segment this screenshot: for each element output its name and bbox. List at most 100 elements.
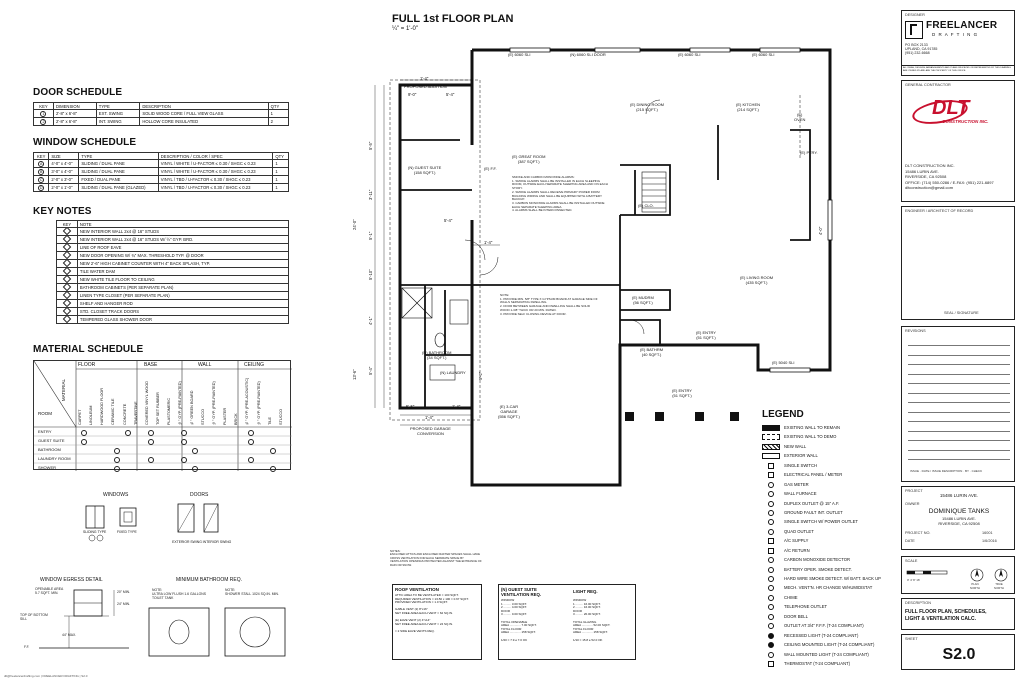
note-attic-ventilation: NOTES: ENCLOSED ATTICS AND ENCLOSED RAFT… [390, 549, 482, 567]
revision-line [908, 421, 1010, 422]
table-cell: INT. SWING [95, 117, 141, 126]
guest-suite-calc-box: (N) GUEST SUITE VENTILATION REQ. WINDOW … [498, 584, 636, 660]
material-schedule-title: MATERIAL SCHEDULE [33, 344, 144, 355]
legend-symbol-icon [768, 594, 774, 601]
min-bath-drawing [148, 607, 286, 657]
legend-label: RECESSED LIGHT (T-24 COMPLIANT) [784, 632, 859, 638]
legend-label: ELECTRICAL PANEL / METER [784, 472, 843, 478]
plan-title: FULL 1st FLOOR PLAN [392, 13, 514, 25]
legend-symbol-icon [768, 491, 774, 498]
room-living: (E) LIVING ROOM (435 SQFT.) [740, 275, 774, 285]
legend-label: EXISTING WALL TO REMAIN [784, 425, 841, 430]
dim-mid-1: 5'-4" [444, 218, 453, 223]
designer-company: FREELANCER [926, 20, 998, 31]
table-row: NEW INTERIOR WALL 2x4 @ 16" STUDS [56, 227, 290, 236]
room-label-sli-dining: (E) 6060 SLI [508, 52, 531, 57]
key-diamond-icon [62, 276, 72, 283]
material-mark [192, 465, 199, 472]
table-cell: TEMPERED GLASS SHOWER DOOR [76, 315, 290, 324]
room-ff: (E) F.F. [484, 166, 497, 171]
legend-item: RECESSED LIGHT (T-24 COMPLIANT) [762, 632, 892, 641]
window-door-types [85, 503, 219, 542]
material-column-label: ⅝" GREEN BOARD [189, 390, 194, 425]
row-key: B [32, 167, 50, 176]
description-label: DESCRIPTION [905, 601, 931, 605]
legend-label: CEILING MOUNTED LIGHT (T-24 COMPLIANT) [784, 642, 875, 648]
legend-label: GAS METER [784, 481, 809, 487]
material-schedule-table: FLOOR BASE WALL CEILING MATERIAL ROOM CA… [33, 360, 292, 472]
room-laundry: (N) LAUNDRY [440, 370, 466, 375]
dim-side-total: 24'-0" [352, 219, 357, 230]
legend-label: TELEPHONE OUTLET [784, 604, 828, 610]
table-row: LINE OF ROOF EAVE [56, 243, 290, 252]
table-cell: NEW WHITE TILE FLOOR TO CEILING [76, 275, 290, 284]
legend-item: MECH. VENT'N. HR CHANGE W/HUMIDISTAT [762, 584, 892, 593]
contractor-block: GENERAL CONTRACTOR DLT CONSTRUCTION INC.… [901, 80, 1015, 202]
dim-bottom-1: 5'-5" [406, 404, 415, 409]
table-cell: 2'-8" x 6'-8" [52, 109, 97, 118]
material-grid [34, 361, 292, 471]
row-key [56, 227, 78, 236]
dim-right: 4'-0" [818, 226, 823, 235]
revision-line [908, 364, 1010, 365]
dim-v5: 4'-1" [368, 316, 373, 325]
dim-top-2: 9'-0" [408, 92, 417, 97]
revision-line [908, 402, 1010, 403]
legend-label: QUAD OUTLET [784, 528, 814, 534]
min-bath-title: MINIMUM BATHROOM REQ. [176, 577, 243, 583]
label-garage-conversion: PROPOSED GARAGE CONVERSION [410, 426, 451, 436]
table-row: NEW DOOR OPENING W/ ¾" MAX. THRESHOLD TY… [56, 251, 290, 260]
table-cell: 2'-8" x 6'-8" [52, 117, 97, 126]
contractor-logo: DLT [932, 97, 970, 119]
table-cell: 2'-0" x 1'-0" [48, 183, 80, 192]
material-mark [181, 438, 187, 445]
column-header: DIMENSION [52, 102, 97, 110]
legend-symbol-icon [762, 425, 780, 431]
scale-block: SCALE 0' 4' 8' 16' PLAN NORTH TRUE NORTH [901, 556, 1015, 594]
dim-top-1: 1'-4" [420, 76, 429, 81]
plan-scale: ¼" = 1'-0" [392, 26, 418, 32]
row-key: D [32, 183, 50, 192]
legend-item: THERMOSTAT (T-24 COMPLIANT) [762, 660, 892, 669]
material-mark [114, 465, 121, 472]
table-row: NEW INTERIOR WALL 2x4 @ 16" STUDS W/ ½" … [56, 235, 290, 244]
dim-v6: 5'-4" [368, 366, 373, 375]
legend-symbol-icon [768, 509, 774, 516]
contractor-logo-sub: CONSTRUCTION INC. [942, 119, 989, 124]
legend-label: MECH. VENT'N. HR CHANGE W/HUMIDISTAT [784, 585, 873, 591]
legend-item: EXISTING WALL TO DEMO [762, 433, 892, 442]
material-row-label: BATHROOM [38, 447, 61, 452]
material-mark [247, 456, 254, 463]
windows-title: WINDOWS [103, 492, 129, 498]
material-column-label: TILE [267, 416, 272, 425]
key-diamond-icon [62, 228, 72, 235]
engineer-block: ENGINEER / ARCHITECT OF RECORD SEAL / SI… [901, 206, 1015, 320]
legend-item: A/C SUPPLY [762, 537, 892, 546]
legend-item: CARBON MONOXIDE DETECTOR [762, 556, 892, 565]
dim-v2: 3'-11" [368, 189, 373, 200]
material-column-label: STUCCO [278, 408, 283, 425]
egress-title: WINDOW EGRESS DETAIL [40, 577, 103, 583]
legend-symbol-icon [768, 472, 774, 479]
legend-symbol-icon [768, 660, 774, 667]
table-cell: NEW INTERIOR WALL 2x4 @ 16" STUDS [76, 227, 290, 236]
legend-label: SINGLE SWITCH W/ POWER OUTLET [784, 519, 858, 525]
legend-item: OUTLET AT 3/4" F.F.F. (T-24 COMPLIANT) [762, 622, 892, 631]
material-column-label: ½" GYP. (PRE-PAINTED) [211, 381, 216, 425]
table-row: TEMPERED GLASS SHOWER DOOR [56, 315, 290, 324]
legend-symbol-icon [768, 557, 774, 564]
column-header: TYPE [78, 152, 159, 160]
mat-group-wall: WALL [198, 362, 212, 368]
key-diamond-icon [62, 300, 72, 307]
legend-item: NEW WALL [762, 443, 892, 452]
material-row-label: SHOWER [38, 465, 56, 470]
material-column-label: ⅝" GYP. (PRE-ACOUSTIC) [245, 377, 250, 425]
legend-item: HARD WIRE SMOKE DETECT. W/ BATT. BACK UP [762, 575, 892, 584]
table-cell: 2'-0" x 3'-0" [48, 175, 80, 184]
legend-item: QUAD OUTLET [762, 528, 892, 537]
key-diamond-icon [62, 284, 72, 291]
legend-symbol-icon [768, 604, 774, 611]
row-key [56, 291, 78, 300]
